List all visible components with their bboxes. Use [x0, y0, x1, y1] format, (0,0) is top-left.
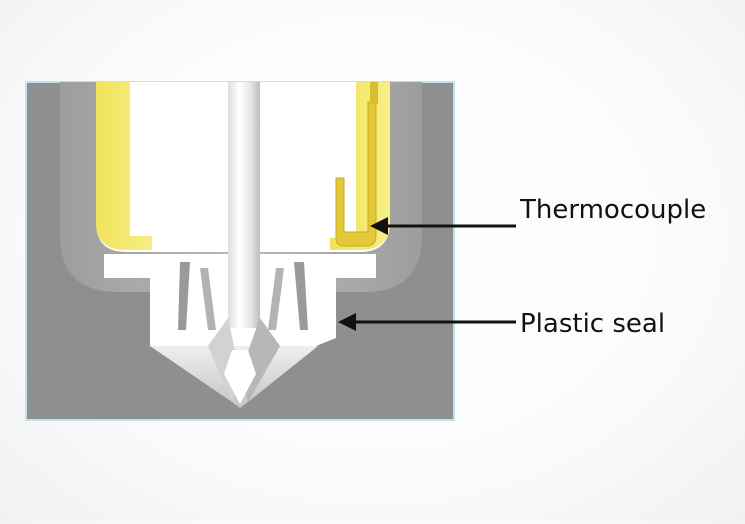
central-rod [228, 82, 260, 328]
plastic-seal-arrow [338, 313, 516, 331]
cylinder-wall [60, 82, 422, 292]
thermocouple-label: Thermocouple [520, 195, 707, 225]
heater-band-left [96, 82, 152, 250]
thermocouple-wire [370, 82, 378, 104]
plastic-seal-label: Plastic seal [520, 309, 666, 339]
seal-rib-left-outer [178, 262, 190, 330]
seal-rib-left-inner [200, 268, 216, 330]
seal-rib-right-inner [268, 268, 284, 330]
seal-rib-right-outer [294, 262, 308, 330]
nozzle-tip-point [224, 350, 256, 404]
thermocouple-arrow [370, 217, 516, 235]
